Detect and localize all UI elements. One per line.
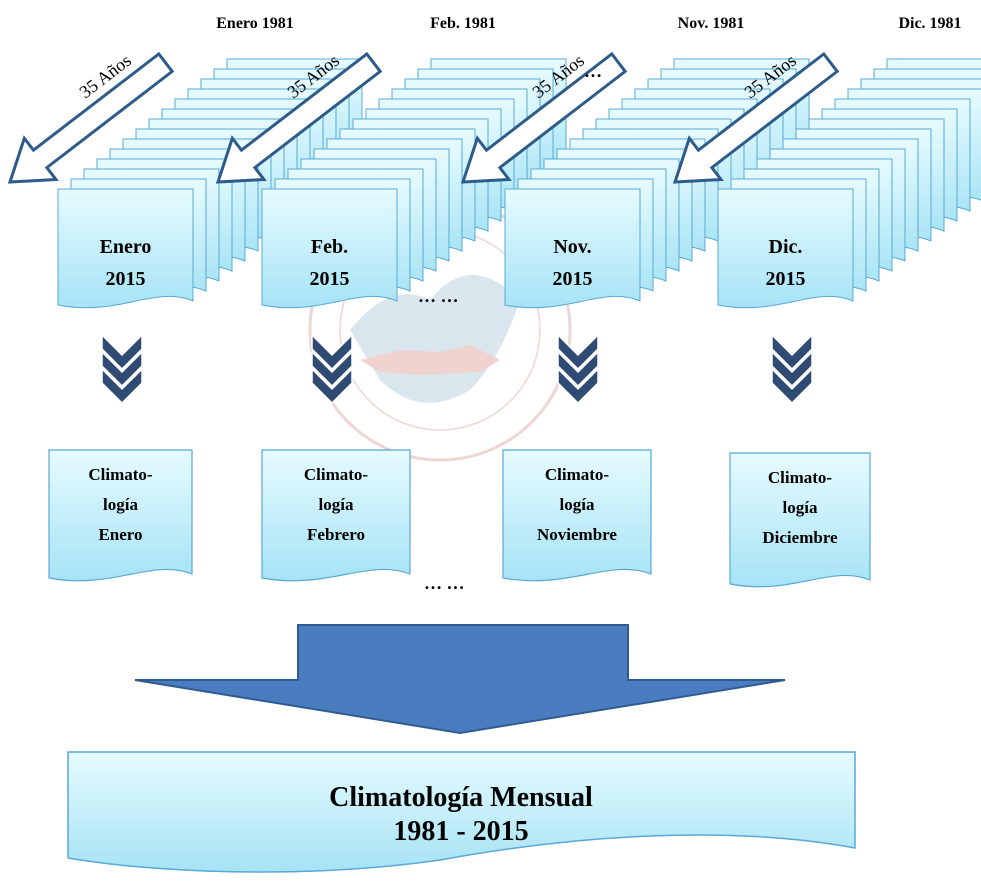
result-title: Climatología Mensual <box>329 782 593 813</box>
climatology-document-shape <box>261 449 411 582</box>
climatology-line: logía <box>319 495 354 514</box>
climatology-document-shape <box>729 452 871 588</box>
climatology-line: Climato- <box>88 465 153 484</box>
watermark-seal <box>308 198 572 462</box>
climatology-line: Enero <box>98 525 142 544</box>
result-document-shape <box>67 751 856 873</box>
climatology-line: logía <box>783 498 818 517</box>
climatology-line: Diciembre <box>762 528 838 547</box>
chevron-down-icon <box>771 333 813 405</box>
stack-start-label: Enero 1981 <box>216 15 293 32</box>
chevron-down-icon <box>557 333 599 405</box>
hollow-arrow-shape <box>215 51 383 184</box>
front-doc-year: 2015 <box>310 268 350 290</box>
stack-start-label: Nov. 1981 <box>678 15 745 32</box>
front-doc-year: 2015 <box>766 268 806 290</box>
climatology-line: Climato- <box>768 468 833 487</box>
monthly-climatology-result: Climatología Mensual 1981 - 2015 <box>67 751 856 873</box>
climatology-line: logía <box>560 495 595 514</box>
climatology-line: Febrero <box>307 525 365 544</box>
front-doc-month: Nov. <box>553 236 591 258</box>
ellipsis-middle: … … <box>418 286 459 306</box>
hollow-arrow-shape <box>7 51 175 184</box>
front-doc-year: 2015 <box>553 268 593 290</box>
front-document <box>261 188 398 309</box>
climatology-line: Climato- <box>545 465 610 484</box>
stack-start-label: Feb. 1981 <box>430 15 496 32</box>
stack-start-label: Dic. 1981 <box>898 15 961 32</box>
climatology-line: Noviembre <box>537 525 617 544</box>
front-doc-month: Feb. <box>311 236 348 258</box>
climatology-document-shape <box>502 449 652 582</box>
front-doc-month: Dic. <box>769 236 803 258</box>
ellipsis-bottom: … … <box>424 573 465 593</box>
front-doc-year: 2015 <box>106 268 146 290</box>
front-document <box>57 188 194 309</box>
ellipsis-top: … <box>584 61 602 81</box>
hollow-arrow-shape <box>460 51 628 184</box>
front-document <box>717 188 854 309</box>
hollow-arrow-shape <box>672 51 840 184</box>
climatology-line: Climato- <box>304 465 369 484</box>
climatology-line: logía <box>103 495 138 514</box>
result-years: 1981 - 2015 <box>393 816 528 847</box>
chevron-down-icon <box>101 333 143 405</box>
front-document <box>504 188 641 309</box>
front-doc-month: Enero <box>100 236 152 258</box>
chevron-down-icon <box>311 333 353 405</box>
climatology-document-shape <box>48 449 193 582</box>
big-down-arrow <box>134 624 786 735</box>
